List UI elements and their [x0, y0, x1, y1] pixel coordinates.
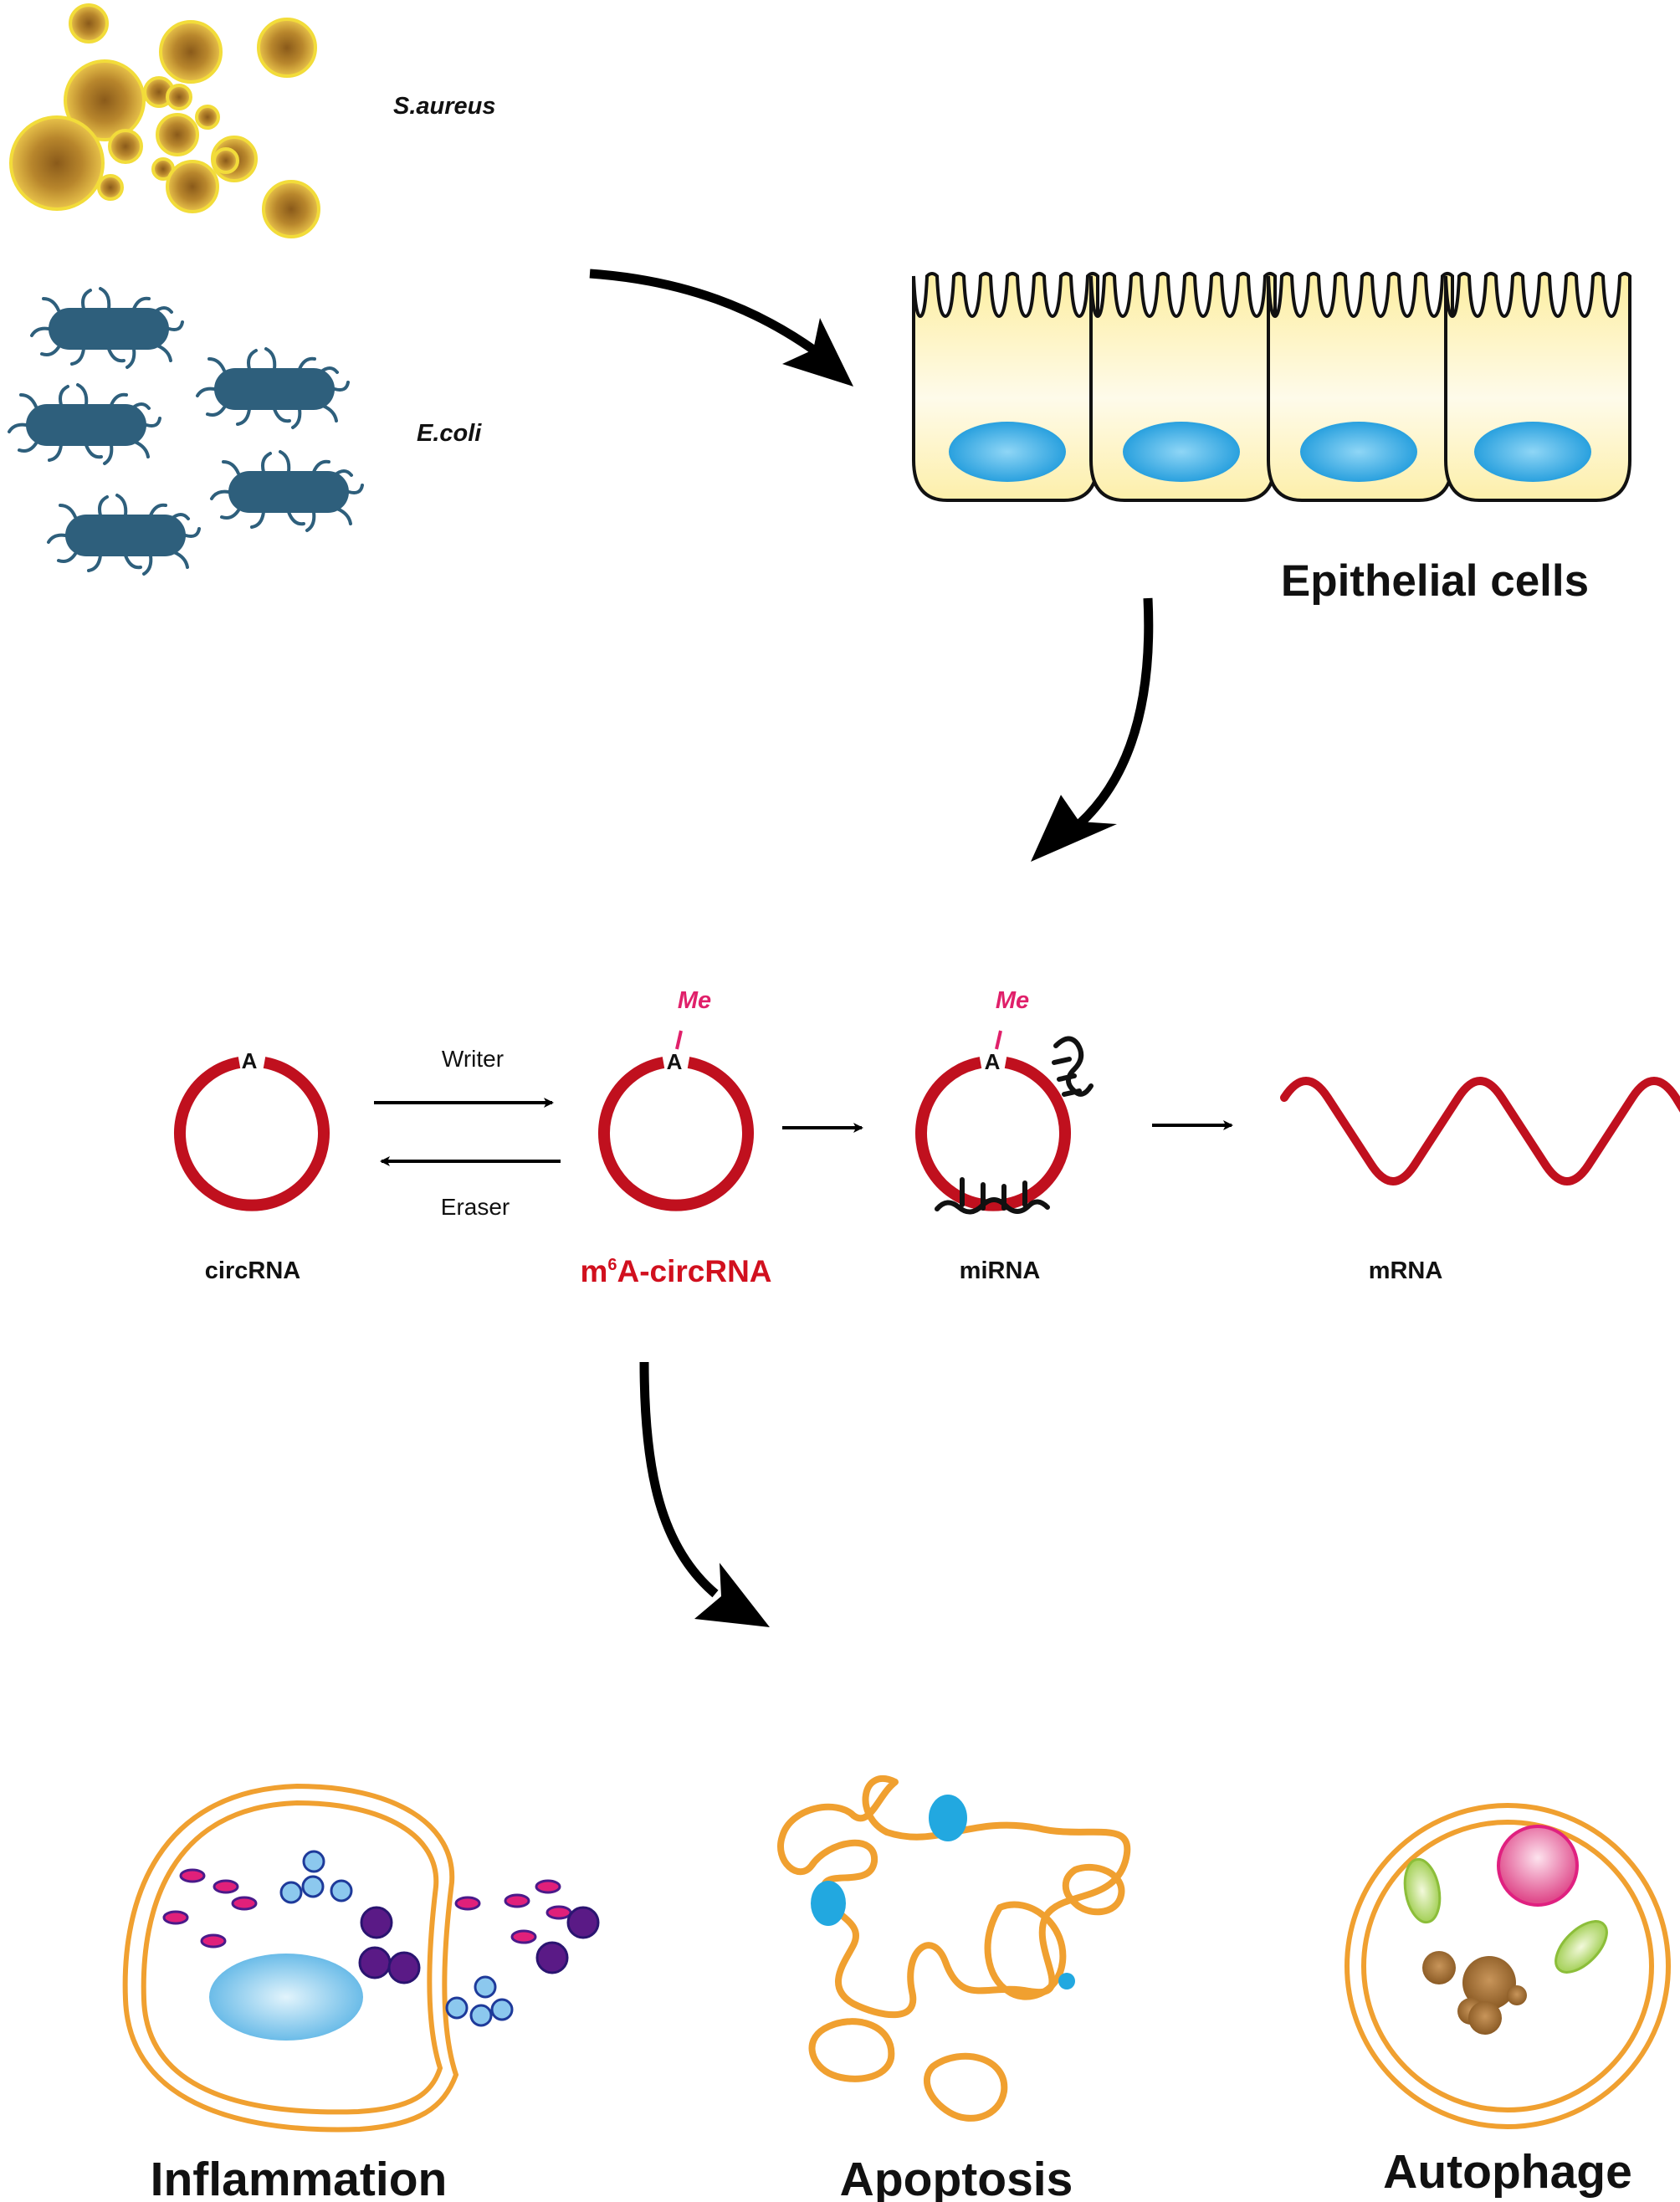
bacillus: [8, 383, 161, 465]
e-coli-label: E.coli: [417, 420, 482, 447]
apoptotic-body-main: [777, 1775, 1131, 2019]
apoptotic-body: [923, 2052, 1008, 2122]
coccus: [213, 147, 239, 174]
mirna-strand-bottom: [935, 1177, 1050, 1215]
e-coli-cluster: [8, 287, 364, 576]
coccus: [156, 113, 199, 156]
m6a-circrna-label: m6A-circRNA: [580, 1254, 771, 1288]
mirna-me-mark: Me: [996, 987, 1029, 1014]
curved-arrow-to-outcomes: [639, 1361, 770, 1627]
pink-vesicle: [1497, 1825, 1579, 1907]
m6a-me-mark: Me: [678, 987, 711, 1014]
mirna-circ-ring: [915, 1057, 1071, 1211]
autophagosome-inner: [1361, 1820, 1654, 2112]
epithelial-cell: [912, 272, 1099, 502]
coccus: [64, 59, 146, 141]
methyl-bond: [675, 1030, 683, 1050]
apoptotic-body: [808, 2018, 895, 2082]
apoptotic-body: [984, 1901, 1067, 2000]
nuclear-fragment: [811, 1881, 846, 1926]
s-aureus-cluster: [9, 3, 320, 238]
granules-purple: [358, 1906, 600, 1984]
coccus: [195, 105, 220, 130]
curved-arrow-to-epithelium: [589, 269, 853, 387]
granules-lightblue: [279, 1850, 514, 2027]
methyl-bond: [995, 1030, 1002, 1050]
epithelial-layer: [912, 272, 1631, 502]
coccus: [69, 3, 109, 44]
cell-membrane-outer: [122, 1783, 459, 2133]
circrna-label: circRNA: [205, 1257, 300, 1284]
m6a-a-base: A: [667, 1049, 683, 1074]
autophage-cell: [1345, 1803, 1671, 2129]
writer-label: Writer: [442, 1046, 504, 1072]
bacillus: [47, 494, 201, 576]
cell-nucleus: [209, 1954, 363, 2041]
m6a-circrna-ring: [598, 1057, 754, 1211]
bacillus: [196, 347, 350, 429]
epithelial-cells-label: Epithelial cells: [1281, 556, 1589, 606]
inflammation-cell: [122, 1783, 600, 2133]
autophagosome-outer: [1345, 1803, 1671, 2129]
epithelial-cell: [1444, 272, 1631, 502]
coccus: [97, 174, 124, 201]
nuclear-fragment: [929, 1795, 967, 1841]
cell-membrane-inner: [141, 1800, 443, 2115]
apoptotic-body: [1062, 1863, 1125, 1916]
circrna-ring: [174, 1057, 330, 1211]
eraser-label: Eraser: [441, 1194, 510, 1220]
cell-nucleus: [1300, 422, 1417, 482]
epithelial-cell: [1089, 272, 1277, 502]
circrna-a-base: A: [242, 1048, 258, 1073]
nuclear-fragment: [1058, 1973, 1075, 1989]
apoptosis-label: Apoptosis: [840, 2153, 1073, 2202]
coccus: [257, 18, 317, 78]
bacillus: [210, 450, 364, 532]
coccus: [166, 84, 192, 110]
cell-nucleus: [1123, 422, 1240, 482]
coccus: [166, 160, 219, 213]
mrna-label: mRNA: [1369, 1257, 1443, 1284]
apoptosis-cell: [777, 1775, 1131, 2122]
coccus: [262, 180, 320, 238]
inflammation-label: Inflammation: [151, 2153, 448, 2202]
green-vesicle: [1403, 1857, 1442, 1924]
coccus: [159, 20, 223, 84]
green-vesicle: [1555, 1920, 1608, 1974]
mrna-wave: [1280, 1077, 1680, 1185]
apoptosis-nuclear-fragments: [811, 1795, 1075, 1989]
epithelial-cell: [1267, 272, 1454, 502]
cell-nucleus: [949, 422, 1066, 482]
curved-arrow-to-rna: [1031, 597, 1154, 862]
cell-nucleus: [1474, 422, 1591, 482]
rna-row: A circRNA Writer Eraser A Me m6A-circRNA…: [174, 987, 1680, 1288]
granules-pink: [162, 1868, 572, 1949]
s-aureus-label: S.aureus: [393, 93, 496, 120]
mirna-label: miRNA: [960, 1257, 1041, 1284]
coccus: [108, 129, 143, 164]
autophage-label: Autophage: [1383, 2145, 1632, 2199]
brown-granules: [1422, 1951, 1527, 2035]
mirna-strand-top: [1052, 1036, 1094, 1097]
mirna-a-base: A: [985, 1049, 1001, 1074]
coccus: [9, 115, 105, 211]
bacillus: [30, 287, 184, 369]
